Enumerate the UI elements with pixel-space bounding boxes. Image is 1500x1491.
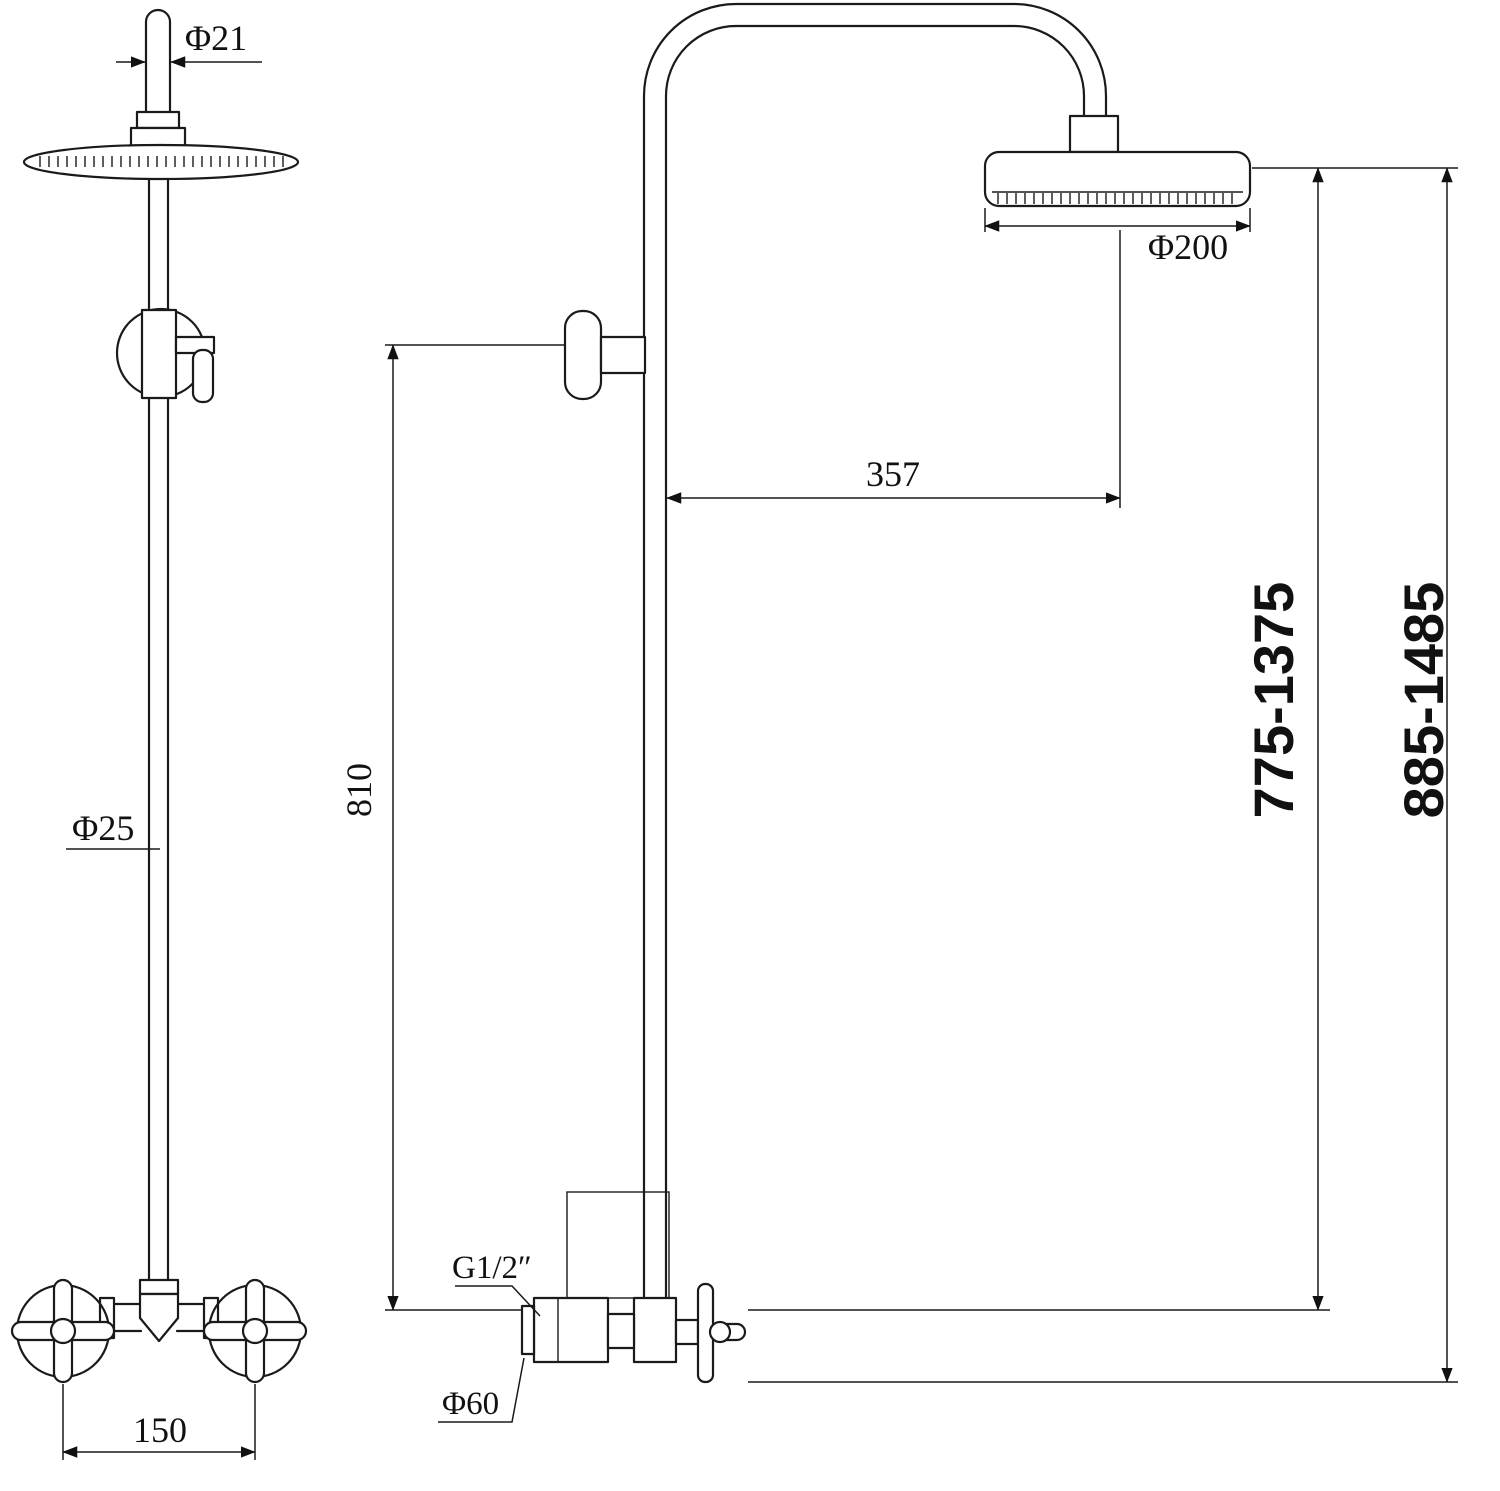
mixer-tube [112,1302,206,1333]
side-wall-flange [563,309,603,401]
side-flange-connector [599,335,647,375]
dim-810-label: 810 [339,763,379,817]
slider-lever [191,348,215,404]
dim-g12: G1/2″ [452,1250,541,1317]
side-mixer-body [532,1296,610,1364]
dim-775-1375-label: 775-1375 [1242,582,1305,819]
dimensions: Φ21 Φ25 150 Φ200 357 [62,18,1458,1460]
dim-g12-label: G1/2″ [452,1250,532,1286]
dim-phi25: Φ25 [66,808,160,850]
dim-phi200: Φ200 [984,208,1251,267]
dim-phi60-label: Φ60 [442,1386,499,1422]
front-head-nozzles [39,156,284,167]
front-shower-head [22,143,300,181]
front-top-fitting [135,110,181,130]
side-riser-inner [664,24,1086,1364]
side-view [520,2,1252,1384]
dim-height-ranges: 775-1375 885-1485 [748,167,1458,1383]
front-top-fitting-2 [129,126,187,148]
side-mixer-connector [606,1312,636,1350]
mixer-union-nut [138,1278,180,1296]
front-view [10,8,308,1384]
telescopic-section [566,1191,670,1299]
front-top-pipe [144,8,172,114]
dim-150: 150 [62,1384,256,1460]
dim-phi25-label: Φ25 [72,808,134,848]
dim-phi21: Φ21 [116,18,262,68]
dim-357: 357 [666,230,1121,508]
side-handle-hub [708,1320,732,1344]
side-head-nozzles [997,193,1233,204]
dim-150-label: 150 [133,1410,187,1450]
dim-phi21-label: Φ21 [185,18,247,58]
dim-810: 810 [339,344,565,1311]
left-handle-hub [49,1317,77,1345]
side-riser-outer [642,2,1108,1364]
side-handle-shaft [674,1318,700,1346]
slider-sleeve [140,308,178,400]
side-valve-block [632,1296,678,1364]
side-inlet-escutcheon [520,1304,536,1356]
side-head-connector [1068,114,1120,154]
dim-phi60: Φ60 [438,1357,525,1423]
dim-phi200-label: Φ200 [1148,227,1228,267]
mixer-spout [138,1292,180,1343]
dim-885-1485-label: 885-1485 [1392,582,1455,819]
dim-357-label: 357 [866,454,920,494]
right-handle-hub [241,1317,269,1345]
